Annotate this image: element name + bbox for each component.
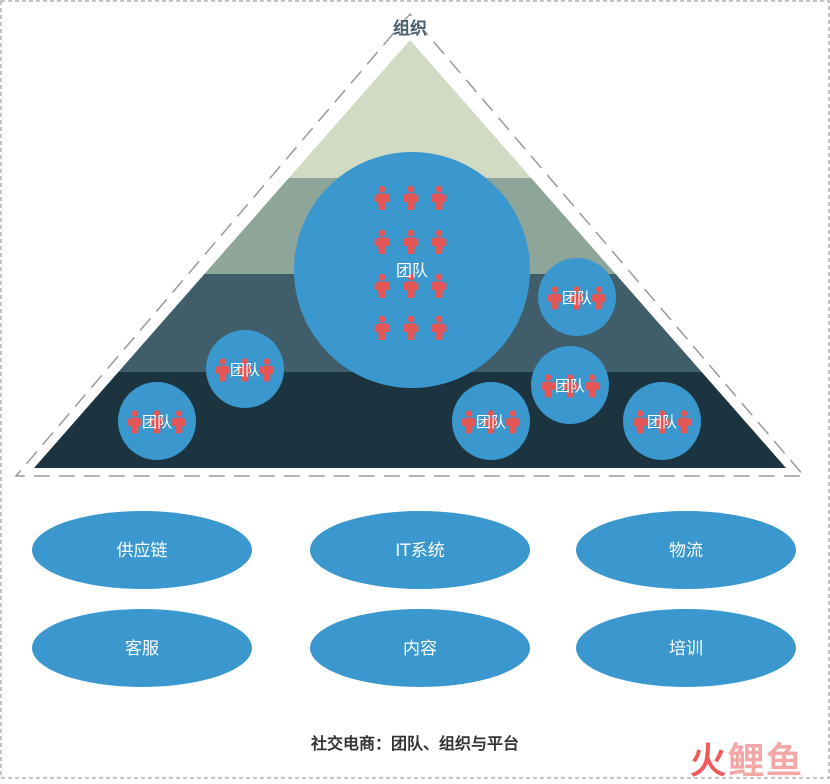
person-icon bbox=[505, 410, 521, 434]
person-icon bbox=[431, 273, 447, 298]
person-icon bbox=[374, 185, 390, 210]
team-label: 团队 bbox=[555, 377, 585, 395]
team-group: 团队 bbox=[118, 382, 196, 460]
platform-label: IT系统 bbox=[395, 541, 444, 561]
platform-item: 供应链 bbox=[32, 511, 252, 589]
watermark-char: 鲤 bbox=[727, 741, 766, 782]
team-group: 团队 bbox=[531, 346, 609, 424]
pyramid-outline bbox=[14, 12, 806, 477]
team-groups: 团队团队团队团队团队团队团队 bbox=[118, 152, 701, 460]
platform-ellipse bbox=[32, 511, 252, 589]
team-group: 团队 bbox=[623, 382, 701, 460]
caption: 社交电商：团队、组织与平台 bbox=[310, 734, 519, 753]
person-icon bbox=[483, 410, 499, 434]
person-icon bbox=[403, 229, 419, 254]
team-circle bbox=[294, 152, 530, 388]
platform-ellipse bbox=[576, 609, 796, 687]
person-icon bbox=[632, 410, 648, 434]
platform-ellipse bbox=[310, 609, 530, 687]
team-label: 团队 bbox=[647, 413, 677, 431]
person-icon bbox=[569, 286, 585, 310]
person-icon bbox=[584, 374, 600, 398]
person-icon bbox=[431, 229, 447, 254]
person-icon bbox=[374, 273, 390, 298]
person-icon bbox=[171, 410, 187, 434]
person-icon bbox=[149, 410, 165, 434]
platform-item: 物流 bbox=[576, 511, 796, 589]
person-icon bbox=[237, 358, 253, 382]
person-icon bbox=[540, 374, 556, 398]
person-icon bbox=[374, 229, 390, 254]
person-icon bbox=[461, 410, 477, 434]
platform-label: 供应链 bbox=[117, 541, 168, 561]
platform-item: 培训 bbox=[576, 609, 796, 687]
team-group: 团队 bbox=[294, 152, 530, 388]
platform-label: 客服 bbox=[125, 639, 159, 659]
platform-item: 内容 bbox=[310, 609, 530, 687]
person-icon bbox=[431, 315, 447, 340]
pyramid-title: 组织 bbox=[393, 18, 427, 39]
team-group: 团队 bbox=[538, 258, 616, 336]
watermark-char: 鱼 bbox=[765, 741, 804, 782]
pyramid-layer bbox=[288, 40, 532, 178]
team-label: 团队 bbox=[396, 261, 428, 280]
person-icon bbox=[127, 410, 143, 434]
team-group: 团队 bbox=[452, 382, 530, 460]
team-label: 团队 bbox=[562, 289, 592, 307]
team-label: 团队 bbox=[476, 413, 506, 431]
person-icon bbox=[431, 185, 447, 210]
platform-ellipse bbox=[310, 511, 530, 589]
team-group: 团队 bbox=[206, 330, 284, 408]
person-icon bbox=[259, 358, 275, 382]
person-icon bbox=[374, 315, 390, 340]
person-icon bbox=[562, 374, 578, 398]
person-icon bbox=[676, 410, 692, 434]
team-label: 团队 bbox=[142, 413, 172, 431]
team-label: 团队 bbox=[230, 361, 260, 379]
platform-item: 客服 bbox=[32, 609, 252, 687]
platform-label: 物流 bbox=[669, 541, 703, 561]
person-icon bbox=[403, 273, 419, 298]
platform-item: IT系统 bbox=[310, 511, 530, 589]
platform-label: 内容 bbox=[403, 639, 437, 659]
person-icon bbox=[591, 286, 607, 310]
person-icon bbox=[654, 410, 670, 434]
person-icon bbox=[547, 286, 563, 310]
person-icon bbox=[403, 185, 419, 210]
watermark-char: 火 bbox=[689, 741, 728, 782]
platform-label: 培训 bbox=[669, 639, 703, 659]
watermark-logo: 火鲤鱼 bbox=[690, 732, 804, 784]
platform-ellipse bbox=[32, 609, 252, 687]
person-icon bbox=[215, 358, 231, 382]
person-icon bbox=[403, 315, 419, 340]
platform-ellipse bbox=[576, 511, 796, 589]
